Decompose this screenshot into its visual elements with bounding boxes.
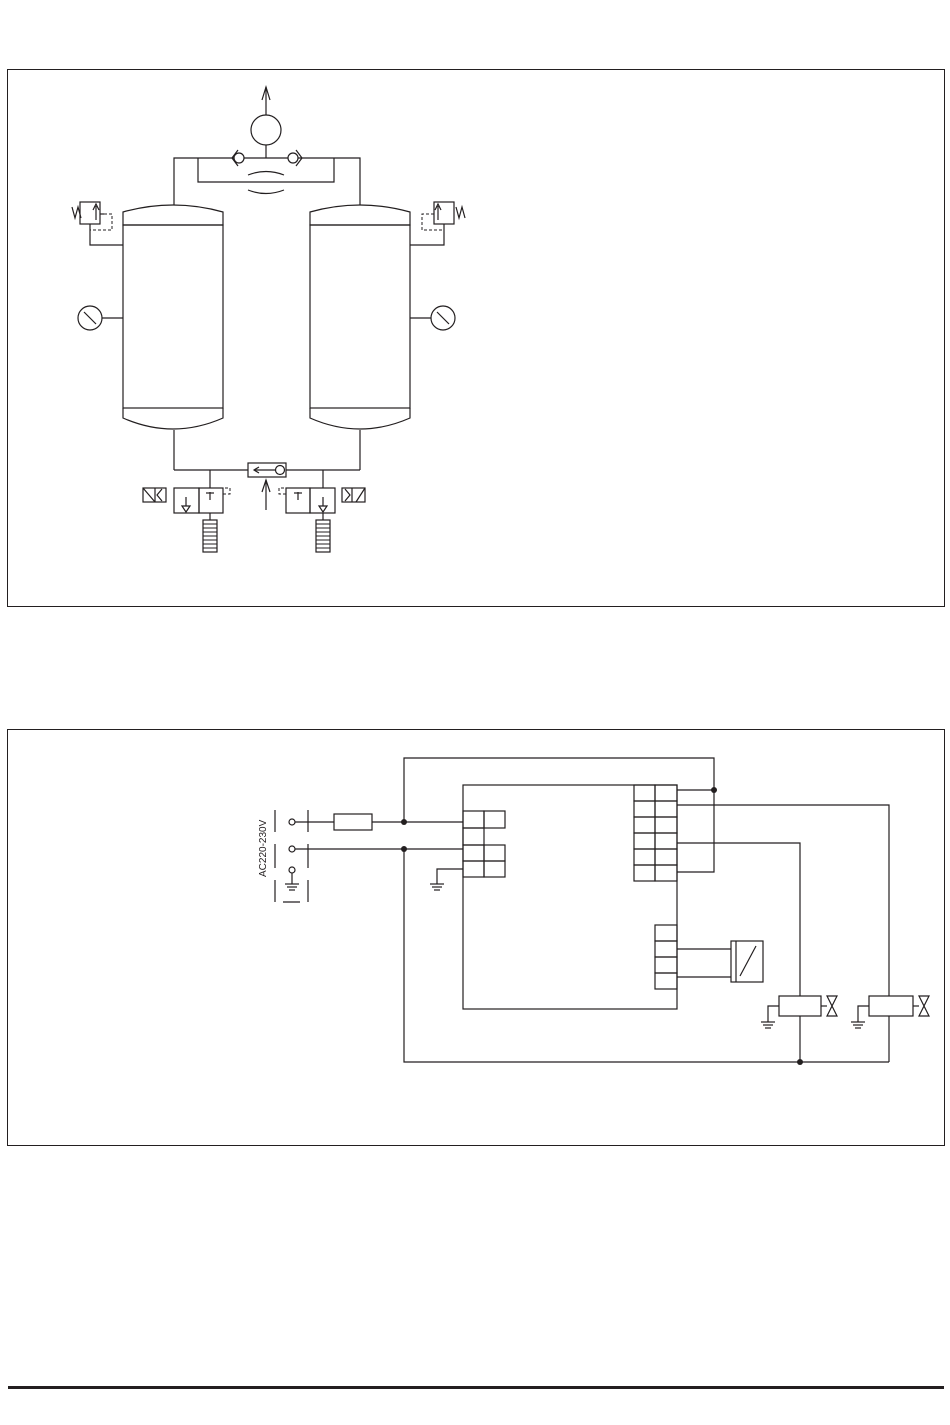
controller-board [463, 785, 677, 1009]
footer-rule [8, 1386, 944, 1389]
terminal-block-right [634, 785, 677, 881]
terminal-block-lower [655, 925, 677, 989]
supply-voltage-label: AC220-230V [258, 819, 269, 877]
electrical-diagram: AC220-230V [0, 0, 950, 1160]
drain-valve-1 [761, 996, 837, 1065]
display-module [731, 941, 763, 982]
drain-valve-2 [851, 996, 929, 1062]
board-ground-icon [430, 869, 463, 890]
terminal-l [289, 819, 295, 825]
terminal-n [289, 846, 295, 852]
supply-ground-icon [285, 867, 299, 890]
terminal-block-left [463, 811, 505, 877]
fuse [334, 814, 372, 830]
